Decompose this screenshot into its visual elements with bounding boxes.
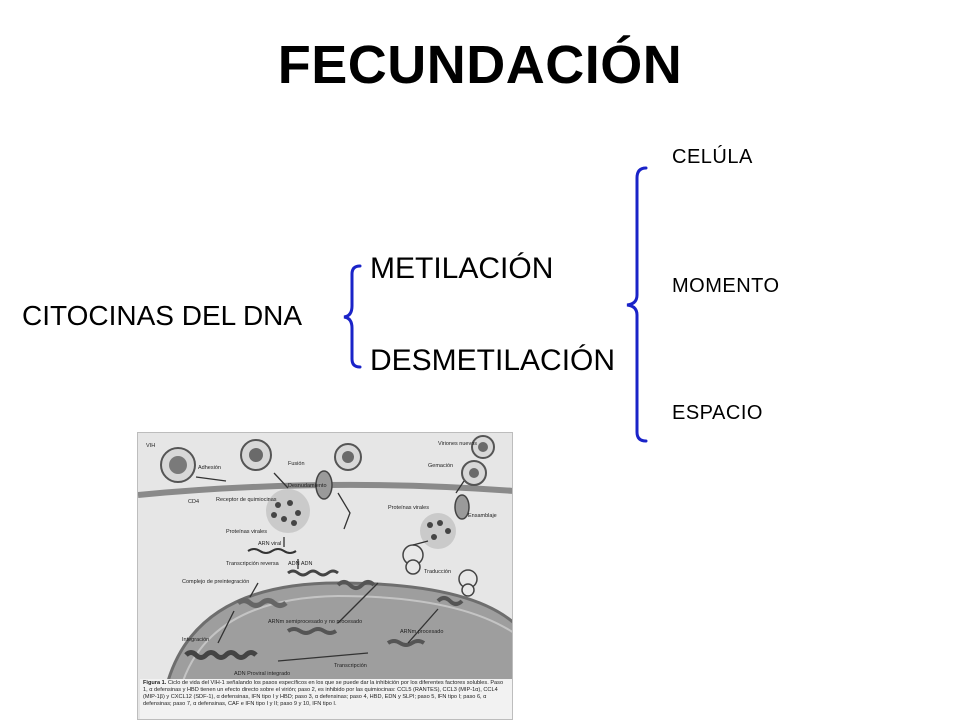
preintegration-complex [236, 598, 288, 608]
root-node-label: CITOCINAS DEL DNA [22, 300, 303, 331]
processed-mrna [386, 639, 426, 647]
virion-entering [160, 447, 196, 483]
reverse-transcription-strand [287, 569, 339, 577]
label-integracion: Integración [182, 637, 209, 643]
ribosome-2 [458, 569, 478, 597]
label-adn-adn: ADN ADN [288, 561, 312, 567]
hiv-lifecycle-illustration: VIH Adhesión Fusión CD4 Receptor de quim… [138, 435, 512, 681]
label-desnudamiento: Desnudamiento [288, 483, 327, 489]
ribosome-1 [402, 544, 424, 575]
label-arnm-semiprocesado: ARNm semiprocesado y no procesado [268, 619, 362, 625]
cytoplasm-mrna [336, 580, 376, 590]
label-proteinas-virales-left: Proteínas virales [226, 529, 267, 535]
label-arn-viral: ARN viral [258, 541, 281, 547]
assembly-capsid [454, 494, 470, 520]
process-arrows [195, 472, 465, 662]
leaf-label-momento: MOMENTO [672, 275, 780, 297]
proviral-dna [184, 650, 258, 660]
figure-caption-text: Ciclo de vida del VIH-1 señalando los pa… [143, 680, 504, 707]
virion-budding [334, 443, 362, 471]
label-gemacion: Gemación [428, 463, 453, 469]
label-complejo: Complejo de preintegración [182, 579, 249, 585]
viral-proteins-cluster-right [420, 513, 456, 549]
leaf-label-celula: CELÚLA [672, 146, 753, 168]
label-adhesion: Adhesión [198, 465, 221, 471]
slide-title: FECUNDACIÓN [277, 35, 683, 95]
viral-rna-strand [247, 548, 297, 554]
branch-label-desmetilacion: DESMETILACIÓN [370, 344, 616, 377]
capsid [315, 470, 333, 500]
label-vih: VIH [146, 443, 155, 449]
label-viriones: Viriones nuevos [438, 441, 477, 447]
label-ensamblaje: Ensamblaje [468, 513, 497, 519]
label-transcripcion-reversa: Transcripción reversa [226, 561, 280, 567]
label-arnm-procesado: ARNm procesado [400, 629, 443, 635]
figure-caption-label: Figura 1. [143, 680, 167, 686]
new-virion-2 [461, 460, 487, 486]
leaf-label-espacio: ESPACIO [672, 402, 763, 424]
figure-caption: Figura 1. Ciclo de vida del VIH-1 señala… [140, 679, 512, 719]
label-receptor: Receptor de quimiocinas [216, 497, 277, 503]
branch-label-metilacion: METILACIÓN [370, 252, 554, 285]
viral-proteins-cluster-left [266, 489, 310, 533]
hiv-lifecycle-figure: VIH Adhesión Fusión CD4 Receptor de quim… [137, 432, 513, 720]
label-proteinas-virales-right: Proteínas virales [388, 505, 429, 511]
label-fusion: Fusión [288, 461, 305, 467]
new-virion-1 [471, 435, 495, 459]
semiprocessed-mrna [286, 627, 338, 635]
label-transcripcion: Transcripción [334, 663, 367, 669]
label-cd4: CD4 [188, 499, 199, 505]
brace-root-to-branches [343, 264, 362, 369]
label-traduccion: Traducción [424, 569, 451, 575]
virion-fusion [240, 439, 272, 471]
label-adn-proviral: ADN Proviral integrado [234, 671, 290, 677]
brace-branches-to-leaves [626, 166, 648, 443]
